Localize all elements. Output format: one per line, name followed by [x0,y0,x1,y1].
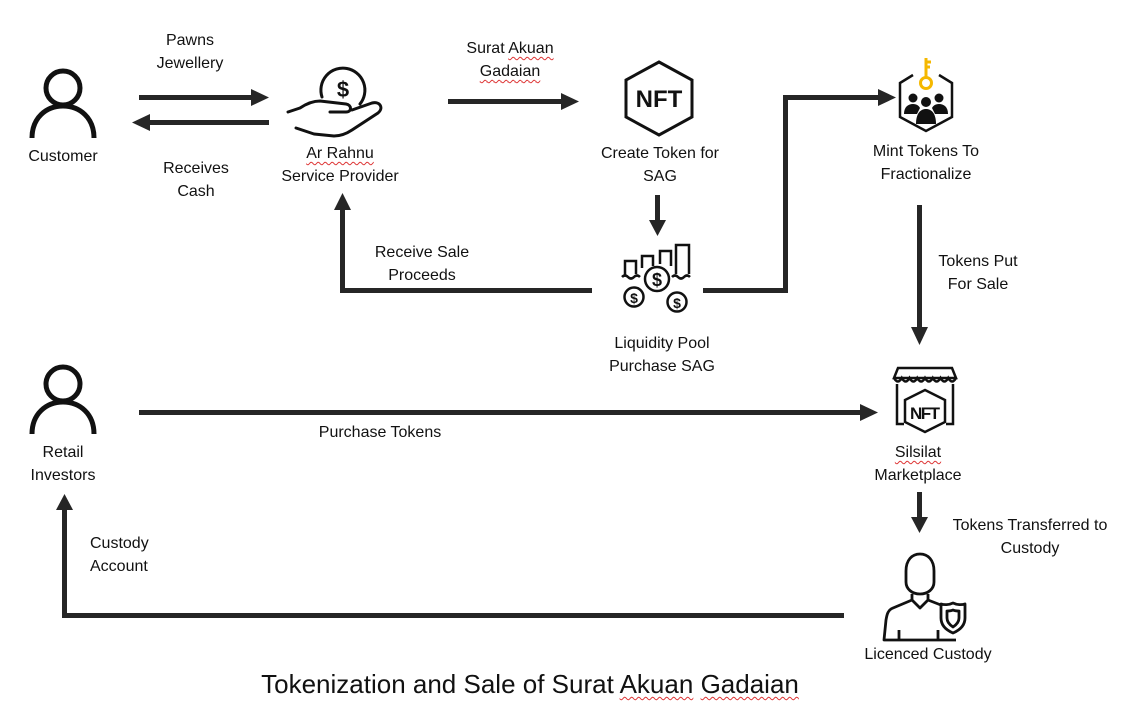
edge-label-line: Receives [163,160,229,177]
node-customer-label: Customer [18,145,108,168]
edge-label-line: Account [90,558,148,575]
purchase-sag-label-line: Purchase SAG [609,358,715,375]
svg-text:$: $ [652,270,662,290]
licenced-custody-label-line: Licenced Custody [864,646,992,663]
arrow-tokens-transferred [911,492,928,533]
edge-label-line: Purchase Tokens [318,424,442,441]
title-text: Tokenization and Sale of Surat [261,669,620,699]
node-retail-investors-label: Retail Investors [18,441,108,487]
edge-label-line: Cash [177,183,215,200]
svg-text:NFT: NFT [910,404,941,423]
node-liquidity-pool-label: Liquidity Pool Purchase SAG [592,332,732,378]
edge-tokens-put-for-sale-label: Tokens Put For Sale [928,250,1028,296]
edge-label-line: Tokens Put [938,253,1018,270]
svg-text:NFT: NFT [636,86,683,113]
retail-label-line: Retail [42,444,84,461]
edge-receive-sale-proceeds-label: Receive Sale Proceeds [362,241,482,287]
edge-label-line: For Sale [947,276,1009,293]
node-mint-tokens-label: Mint Tokens To Fractionalize [856,140,996,186]
svg-text:$: $ [673,295,681,311]
service-provider-label-line: Service Provider [281,168,399,185]
sag-label-line: SAG [643,168,677,185]
arrow-purchase-tokens [139,404,878,421]
svg-text:$: $ [337,77,349,102]
ar-rahnu-label-line: Ar Rahnu [306,145,374,162]
node-silsilat-label: Silsilat Marketplace [858,441,978,487]
hand-holding-dollar-icon: $ [286,66,383,138]
nft-hexagon-icon: NFT [624,60,694,137]
fractionalize-label-line: Fractionalize [880,166,972,183]
title-akuan: Akuan [619,669,694,699]
svg-text:$: $ [630,290,638,306]
liquidity-pool-coins-icon: $ $ $ [621,243,691,313]
edge-label-line: Custody [90,535,149,552]
edge-purchase-tokens-label: Purchase Tokens [300,421,460,444]
node-licenced-custody-label: Licenced Custody [848,643,1008,666]
edge-label-line: Jewellery [156,55,224,72]
edge-surat-akuan-gadaian-label: Surat Akuan Gadaian [450,37,570,83]
arrow-tokens-put-for-sale [911,205,928,345]
retail-investors-person-icon [29,364,97,435]
liquidity-pool-label-line: Liquidity Pool [614,335,710,352]
edge-label-line: Custody [1000,540,1060,557]
title-gadaian: Gadaian [700,669,799,699]
nft-marketplace-store-icon: NFT [892,366,958,434]
edge-label-line: Pawns [165,32,215,49]
edge-label-line: Proceeds [388,267,456,284]
edge-label-line: Receive Sale [374,244,470,261]
investors-label-line: Investors [30,467,96,484]
customer-label-line: Customer [28,148,98,165]
arrow-create-to-pool [649,195,666,236]
arrow-pool-to-mint [703,89,896,293]
edge-label-line: Surat Akuan [466,40,554,57]
arrow-surat-akuan-gadaian [448,93,579,110]
custodian-shield-icon [882,552,967,642]
edge-label-line: Tokens Transferred to [952,517,1108,534]
create-token-label-line: Create Token for [601,145,719,162]
arrow-pawns-jewellery [139,89,269,106]
edge-label-line: Gadaian [479,63,541,80]
node-ar-rahnu-label: Ar Rahnu Service Provider [270,142,410,188]
edge-tokens-transferred-label: Tokens Transferred to Custody [938,514,1122,560]
silsilat-label-line: Silsilat [894,444,942,461]
diagram-title: Tokenization and Sale of Surat Akuan Gad… [0,668,1060,700]
edge-pawns-jewellery-label: Pawns Jewellery [140,29,240,75]
title-space [693,669,700,699]
arrow-receives-cash [132,114,269,131]
customer-person-icon [29,68,97,139]
arrow-custody-account [56,494,844,618]
arrow-receive-sale-proceeds [334,193,592,293]
key-group-hexagon-icon [898,58,954,133]
node-create-token-label: Create Token for SAG [590,142,730,188]
edge-custody-account-label: Custody Account [90,532,174,578]
edge-receives-cash-label: Receives Cash [146,157,246,203]
mint-tokens-label-line: Mint Tokens To [872,143,980,160]
marketplace-label-line: Marketplace [874,467,962,484]
